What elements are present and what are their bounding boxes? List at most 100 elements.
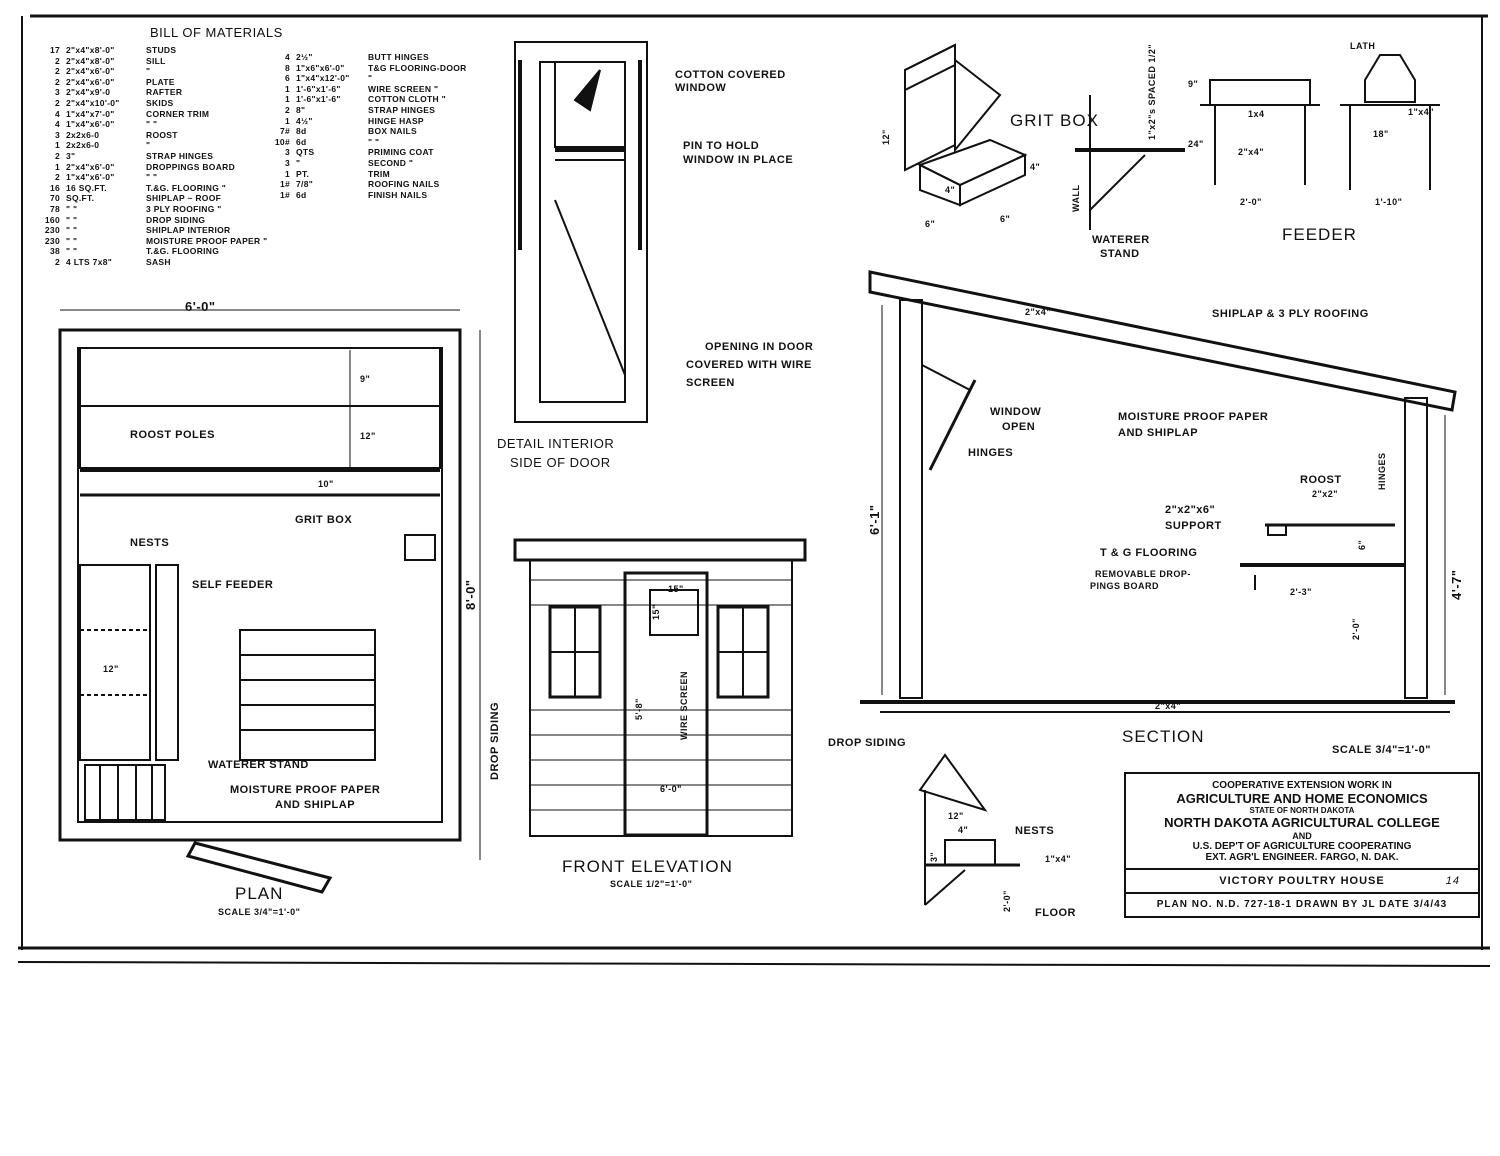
bom-qty: 1 (54, 161, 60, 172)
bom-item: MOISTURE PROOF PAPER " (146, 235, 268, 246)
section-title: SECTION (1122, 727, 1205, 746)
tb-line5: AND (1292, 830, 1312, 841)
bom-item: BUTT HINGES (368, 52, 429, 62)
label-floor: FLOOR (1035, 907, 1076, 919)
bom-item: BOX NAILS (368, 126, 417, 137)
section-view (860, 270, 1457, 713)
bom-size: SQ.FT. (66, 193, 95, 204)
bom-row: 1#7/8"ROOFING NAILS (268, 179, 467, 190)
label-floor-2x4: 2"x4" (1155, 701, 1182, 711)
bom-qty: 2 (54, 55, 60, 66)
label-self-feeder: SELF FEEDER (192, 579, 274, 591)
bom-qty: 70 (49, 193, 60, 204)
feeder-1x4: 1x4 (1248, 109, 1265, 119)
title-block: COOPERATIVE EXTENSION WORK IN AGRICULTUR… (1124, 772, 1480, 918)
bom-item: ROOST (146, 129, 178, 140)
bom-size: PT. (296, 168, 310, 179)
bom-qty: 1# (279, 179, 290, 190)
bom-row: 230" "SHIPLAP INTERIOR (38, 225, 267, 236)
label-shiplap-section: AND SHIPLAP (1118, 427, 1199, 439)
label-cotton-window: COTTON COVERED (675, 69, 786, 81)
bom-size: 2½" (296, 52, 313, 62)
bom-row: 10#6d" " (268, 137, 467, 148)
dim-9in: 9" (360, 374, 371, 384)
bom-size: " " (66, 225, 78, 236)
grit-dim-4: 4" (945, 185, 956, 195)
tb-sheet-number: 14 (1445, 874, 1460, 887)
label-roost-2x2: 2"x2" (1312, 489, 1339, 499)
bom-qty: 1 (284, 168, 290, 179)
bom-size: 1"x4"x6'-0" (66, 119, 115, 130)
bom-item: SHIPLAP INTERIOR (146, 225, 231, 236)
bom-item: SILL (146, 55, 166, 66)
section-dim-6-1: 6'-1" (867, 504, 882, 535)
bom-item: STRAP HINGES (146, 150, 214, 161)
bom-size: " (296, 157, 301, 168)
bom-item: DROP SIDING (146, 214, 206, 225)
bom-size: " " (66, 214, 78, 225)
feeder-dim-1-10: 1'-10" (1375, 197, 1403, 207)
bom-size: 1"x6"x6'-0" (296, 62, 345, 73)
bom-qty: 4 (284, 52, 290, 62)
bom-row: 4 2½" BUTT HINGES (268, 52, 467, 63)
bom-item: SHIPLAP ~ ROOF (146, 193, 222, 204)
tb-drawing-name-row: VICTORY POULTRY HOUSE 14 (1126, 867, 1478, 892)
label-pin: PIN TO HOLD (683, 140, 760, 152)
label-droppings-board: PINGS BOARD (1090, 581, 1160, 591)
tb-line3: STATE OF NORTH DAKOTA (1249, 806, 1355, 816)
bom-row: 38" "T.&G. FLOORING (38, 246, 267, 257)
bom-item: " " (146, 172, 158, 183)
bom-size: 8" (296, 104, 306, 115)
nest-dim-4: 4" (958, 825, 969, 835)
feeder-dim-9: 9" (1188, 79, 1199, 89)
waterer-label-2: STAND (1100, 248, 1140, 260)
bom-item: T&G FLOORING-DOOR (368, 62, 467, 73)
tb-plan-no: PLAN NO. N.D. 727-18-1 DRAWN BY JL DATE … (1126, 891, 1478, 916)
bom-title: BILL OF MATERIALS (150, 25, 283, 40)
bom-qty: 2 (54, 256, 60, 267)
bom-item: TRIM (368, 168, 390, 179)
bom-row: 3"SECOND " (268, 158, 467, 169)
bom-item: HINGE HASP (368, 115, 424, 126)
bom-item: SKIDS (146, 97, 174, 108)
bom-row: 1 PT. TRIM (268, 169, 467, 180)
grit-box-iso (904, 43, 1185, 230)
feeder-title: FEEDER (1282, 225, 1357, 244)
label-wire-screen: WIRE SCREEN (679, 670, 689, 740)
bom-size: 2"x4"x8'-0" (66, 45, 115, 55)
bom-qty: 7# (279, 126, 290, 137)
waterer-label: WATERER (1092, 234, 1150, 246)
grit-dim-12: 12" (881, 129, 891, 145)
bom-item: SECOND " (368, 157, 414, 168)
nest-dim-12: 12" (948, 811, 964, 821)
bom-qty: 1 (284, 83, 290, 94)
section-scale: SCALE 3/4"=1'-0" (1332, 744, 1431, 756)
bom-item: CORNER TRIM (146, 108, 210, 119)
bom-size: 1'-6"x1'-6" (296, 83, 341, 94)
tb-line6: U.S. DEP'T OF AGRICULTURE COOPERATING (1192, 840, 1412, 852)
bom-qty: 1 (284, 115, 290, 126)
bom-size: 3" (66, 150, 76, 161)
tb-line1: COOPERATIVE EXTENSION WORK IN (1212, 780, 1392, 791)
feeder-dim-2-0: 2'-0" (1240, 197, 1262, 207)
grit-box-title: GRIT BOX (1010, 111, 1099, 130)
label-grit-box: GRIT BOX (295, 514, 353, 526)
bom-size: 4½" (296, 115, 313, 126)
label-tg-flooring: T & G FLOORING (1100, 547, 1198, 559)
label-drop-siding: DROP SIDING (489, 701, 501, 780)
label-support: SUPPORT (1165, 520, 1222, 532)
label-cotton-window-2: WINDOW (675, 82, 727, 94)
